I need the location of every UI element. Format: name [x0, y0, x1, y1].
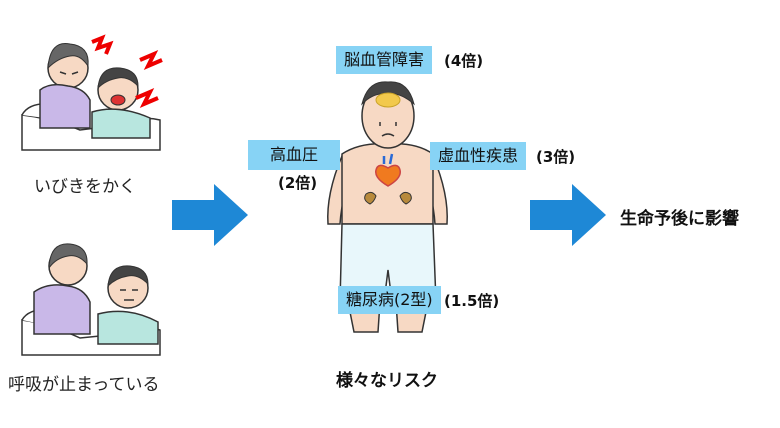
- snoring-couple-illustration: [21, 34, 163, 151]
- human-body-illustration: [327, 81, 448, 333]
- apnea-caption: 呼吸が止まっている: [8, 375, 160, 395]
- risk-multiplier-stroke: (4倍): [444, 52, 484, 70]
- sleep-apnea-couple-illustration: [21, 243, 161, 356]
- right-arrow-icon: [530, 184, 606, 246]
- risk-label-hypertension: 高血圧: [248, 140, 341, 170]
- risk-label-heart: 虚血性疾患: [430, 142, 527, 170]
- right-arrow-icon: [172, 184, 248, 246]
- risk-multiplier-diabetes: (1.5倍): [444, 292, 500, 310]
- risk-label-stroke: 脳血管障害: [336, 46, 433, 74]
- risk-multiplier-heart: (3倍): [536, 148, 576, 166]
- various-risks-caption: 様々なリスク: [336, 371, 438, 391]
- risk-multiplier-hypertension: (2倍): [278, 174, 318, 192]
- risk-label-diabetes: 糖尿病(2型): [338, 286, 441, 314]
- prognosis-impact-caption: 生命予後に影響: [620, 209, 739, 229]
- snoring-caption: いびきをかく: [34, 177, 136, 197]
